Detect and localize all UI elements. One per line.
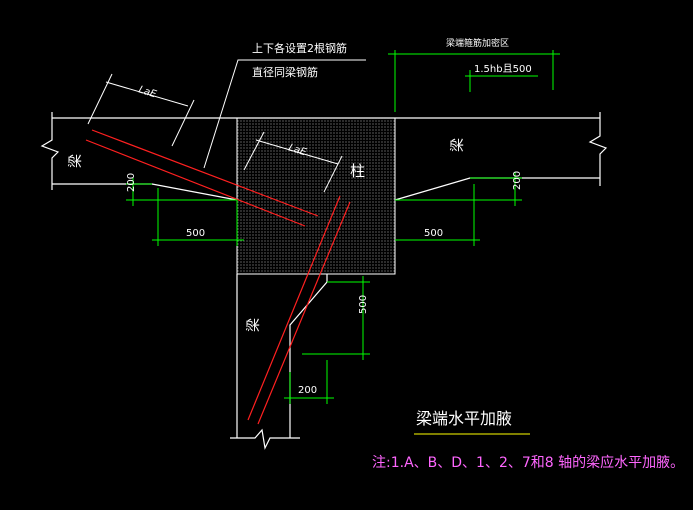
lae-top-label: LaE [137,84,158,100]
right-haunch-length-dim: 500 [424,228,443,239]
rebar-note-line1: 上下各设置2根钢筋 [252,41,347,55]
haunch-zone-dim-label: 1.5hb且500 [474,63,532,75]
drawing-title: 梁端水平加腋 [416,409,512,428]
column-hatch [236,117,396,275]
beam-left-label: 梁 [68,154,84,168]
drawing-note: 注:1.A、B、D、1、2、7和8 轴的梁应水平加腋。 [372,454,684,471]
lae-column-label: LaE [287,142,308,158]
lae-dimensions [87,59,366,193]
bottom-haunch-width-dim: 200 [298,385,317,396]
bottom-haunch-length-dim: 500 [358,295,369,314]
beam-bottom-label: 梁 [246,318,262,332]
haunch-zone-label: 梁端箍筋加密区 [446,37,509,49]
left-haunch-height-dim: 200 [126,173,137,192]
beam-right-label: 梁 [450,138,466,152]
left-haunch-length-dim: 500 [186,228,205,239]
haunch-rebars [85,129,351,425]
column-label: 柱 [350,162,365,180]
rebar-note-line2: 直径同梁钢筋 [252,65,318,79]
dimension-lines [126,50,560,404]
right-haunch-height-dim: 200 [512,171,523,190]
